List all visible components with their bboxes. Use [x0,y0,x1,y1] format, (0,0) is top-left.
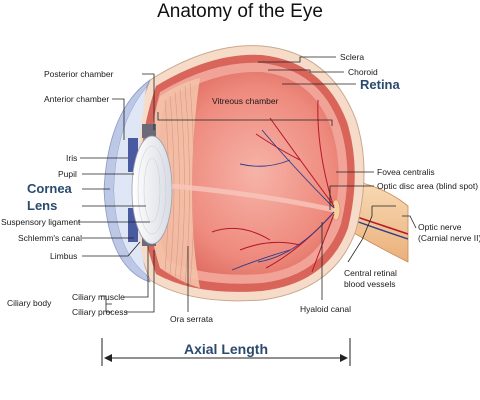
label-ciliary-process: Ciliary process [72,307,128,317]
label-retina: Retina [360,77,401,92]
label-choroid: Choroid [348,67,378,77]
axial-length-indicator [101,338,351,366]
label-fovea-centralis: Fovea centralis [377,167,435,177]
label-optic-disc-area: Optic disc area (blind spot) [377,181,478,191]
label-schlemms-canal: Schlemm's canal [18,233,82,243]
label-hyaloid-canal: Hyaloid canal [300,304,351,314]
leader-lines [78,56,417,313]
label-ora-serrata: Ora serrata [170,314,213,324]
label-optic-nerve-line2: (Carnial nerve II) [418,233,480,243]
label-optic-nerve-line1: Optic nerve [418,222,462,232]
axial-length-label: Axial Length [184,341,268,357]
label-sclera: Sclera [340,52,364,62]
label-ciliary-body: Ciliary body [7,298,52,308]
ciliary-process-upper [142,124,156,138]
vitreous-body [155,71,339,275]
diagram-title: Anatomy of the Eye [157,1,323,22]
lens-shape [131,135,173,245]
lens-fibers [137,145,167,235]
retinal-vessels-blue [231,129,335,271]
label-pupil: Pupil [58,169,77,179]
label-central-retinal-line2: blood vessels [344,279,396,289]
label-vitreous-chamber: Vitreous chamber [212,96,279,106]
label-ciliary-muscle: Ciliary muscle [72,292,125,302]
label-iris: Iris [66,153,77,163]
label-limbus: Limbus [50,251,77,261]
hyaloid-canal [171,183,335,213]
label-cornea: Cornea [27,181,73,196]
label-lens: Lens [27,198,57,213]
iris-upper [128,138,138,172]
label-anterior-chamber: Anterior chamber [44,94,109,104]
label-posterior-chamber: Posterior chamber [44,69,114,79]
iris-lower [128,208,138,242]
label-central-retinal-line1: Central retinal [344,268,397,278]
label-suspensory-ligament: Suspensory ligament [1,217,81,227]
